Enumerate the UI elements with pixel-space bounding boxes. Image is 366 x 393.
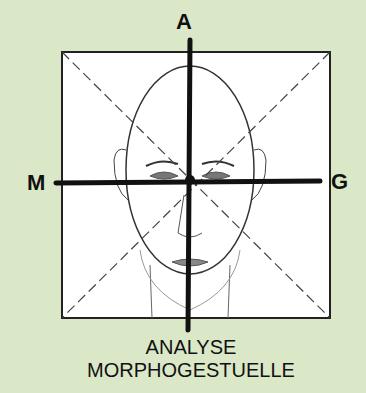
axis-letter: M <box>27 172 45 194</box>
axis-letter: A <box>176 11 192 33</box>
center-dot <box>185 175 195 185</box>
axis-letter: G <box>331 171 348 193</box>
axis-cross <box>56 40 320 330</box>
caption: ANALYSE MORPHOGESTUELLE <box>76 336 306 382</box>
